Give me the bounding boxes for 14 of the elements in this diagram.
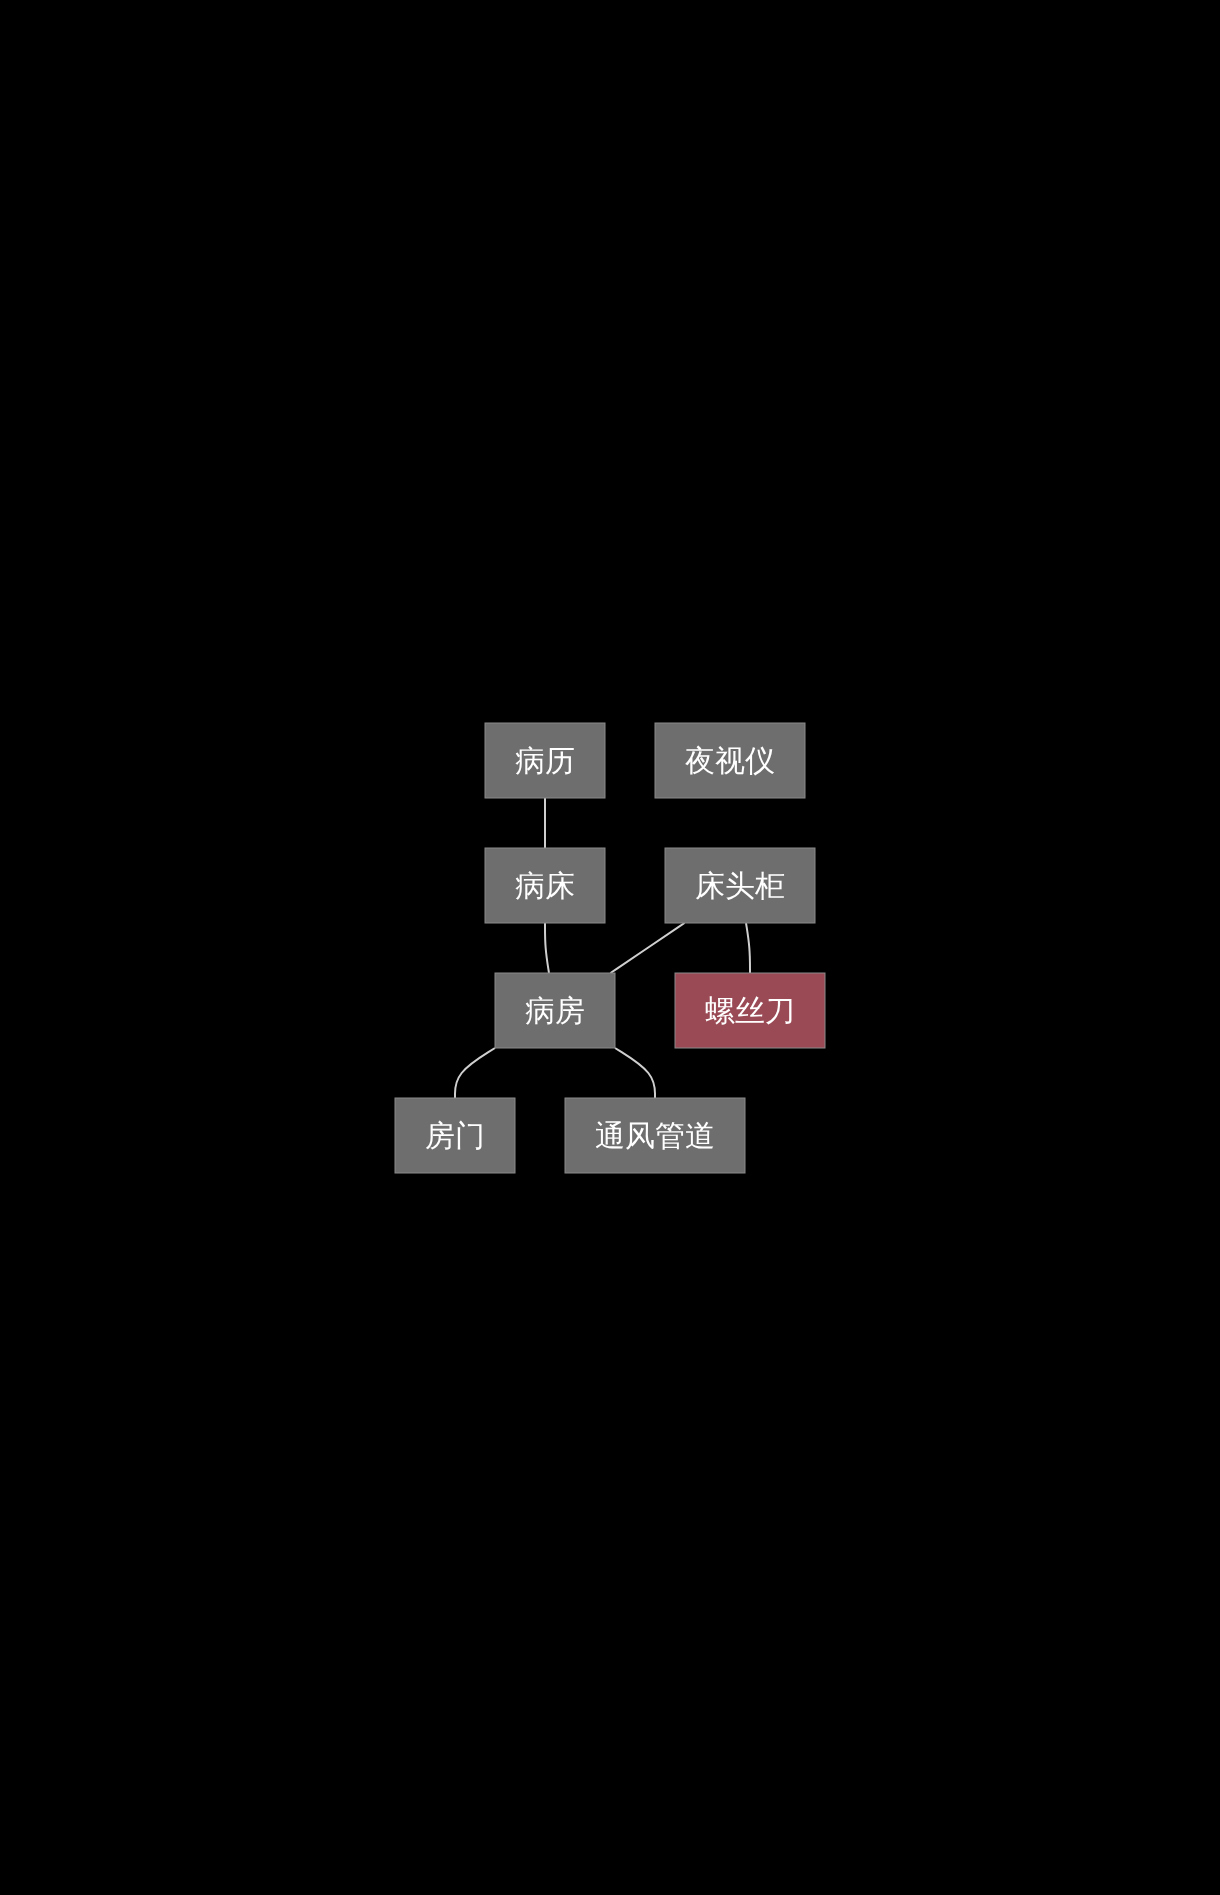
- node-box: 房门: [394, 1097, 516, 1173]
- connector: [454, 1046, 496, 1099]
- connector: [544, 796, 546, 849]
- node-box: 螺丝刀: [674, 972, 826, 1048]
- connector: [745, 921, 751, 974]
- node-box: 夜视仪: [654, 722, 806, 798]
- node-box: 病历: [484, 722, 606, 798]
- connector: [544, 921, 550, 974]
- node-box: 病床: [484, 847, 606, 923]
- connector: [609, 921, 686, 974]
- connector: [614, 1046, 656, 1099]
- node-box: 通风管道: [564, 1097, 746, 1173]
- node-box: 病房: [494, 972, 616, 1048]
- node-box: 床头柜: [664, 847, 816, 923]
